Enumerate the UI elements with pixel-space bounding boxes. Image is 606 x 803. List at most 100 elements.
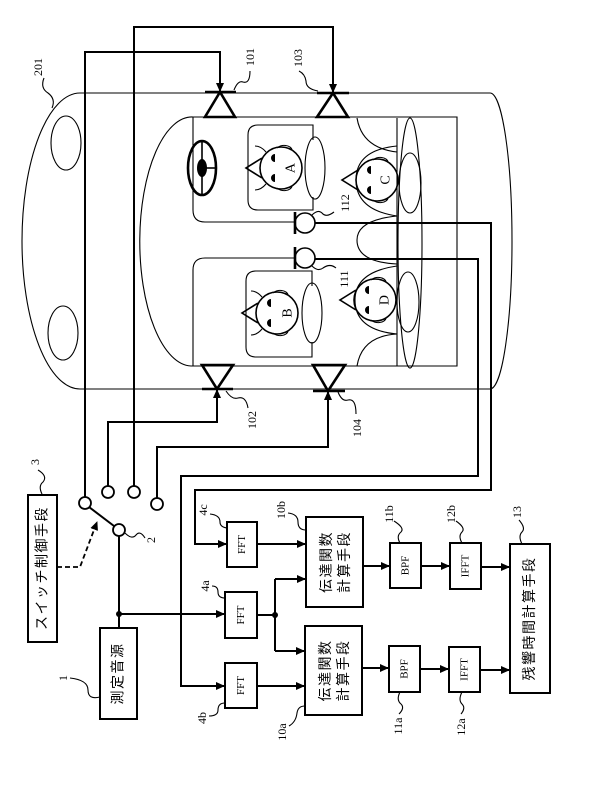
leader-103 (299, 71, 318, 91)
occupant-label: D (378, 295, 393, 305)
leader-12b (456, 521, 463, 543)
switch-blade (89, 507, 114, 526)
vehicle: A B C D (22, 92, 512, 391)
reverb-time-calc-label: 残響時間計算手段 (521, 557, 538, 681)
eye-icon (367, 166, 371, 194)
occupant-a: A (246, 145, 302, 190)
ifft-label: IFFT (459, 658, 471, 681)
ref-reverb-13: 13 (510, 506, 524, 518)
occupant-body-icon (397, 272, 419, 332)
seat-front-a (248, 125, 313, 210)
ref-fft-4c: 4c (196, 504, 210, 515)
switch-terminal (128, 486, 140, 498)
ref-switch: 2 (144, 537, 158, 543)
steering-wheel-icon (188, 141, 216, 195)
fft-4b-block: FFT (225, 663, 257, 708)
leader-11a (398, 692, 402, 714)
wire-to-speaker-102 (108, 390, 217, 486)
switch-control-block: スイッチ制御手段 (28, 495, 57, 642)
ref-microphone-111: 111 (337, 270, 351, 287)
microphone-111 (295, 247, 315, 269)
leader-112 (312, 211, 334, 215)
fft-4c-block: FFT (227, 522, 257, 567)
leader-4a (212, 586, 225, 598)
front-zone-outline (193, 117, 295, 222)
bpf-label: BPF (400, 556, 412, 576)
speaker-103 (317, 93, 349, 117)
speaker-icon (202, 365, 233, 389)
wire-to-speaker-101 (85, 52, 220, 497)
ref-bpf-11a: 11a (391, 717, 405, 735)
fft-label: FFT (236, 535, 248, 554)
control-signal-arrow (57, 522, 97, 567)
transfer-function-label-line2: 計算手段 (337, 531, 353, 593)
transfer-function-10a-block: 伝達関数 計算手段 (305, 626, 362, 715)
eye-icon (271, 154, 275, 182)
reverb-time-calc-block: 残響時間計算手段 (510, 544, 550, 693)
rear-seat-back (398, 118, 422, 368)
microphone-icon (295, 248, 315, 268)
leader-4b (209, 703, 225, 716)
fft-4a-block: FFT (225, 592, 257, 638)
ref-switch-control: 3 (28, 459, 42, 465)
bpf-11b-block: BPF (390, 543, 421, 588)
occupant-body-icon (305, 137, 325, 199)
leader-102 (226, 391, 248, 408)
ref-speaker-102: 102 (245, 411, 259, 429)
transfer-function-10b-block: 伝達関数 計算手段 (306, 517, 363, 607)
ref-sound-source: 1 (56, 675, 70, 681)
ifft-12a-block: IFFT (449, 647, 480, 692)
leader-111 (312, 266, 336, 270)
leader-13 (519, 520, 523, 544)
microphone-112 (295, 212, 315, 234)
ref-bpf-11b: 11b (382, 505, 396, 523)
junction-dot (272, 612, 278, 618)
ref-transfer-10a: 10a (275, 723, 289, 741)
occupant-label: C (379, 175, 394, 184)
transfer-function-label-line1: 伝達関数 (318, 640, 334, 702)
wire-to-speaker-104 (157, 392, 328, 498)
transfer-function-label-line1: 伝達関数 (319, 531, 335, 593)
switch-common-terminal (113, 524, 125, 536)
switch-terminal (151, 498, 163, 510)
eye-icon (365, 286, 369, 314)
fft-label: FFT (235, 676, 247, 695)
leader-11b (394, 521, 402, 543)
switch-control-label: スイッチ制御手段 (35, 506, 51, 630)
leader-10b (288, 513, 306, 530)
ref-speaker-104: 104 (350, 419, 364, 437)
ref-ifft-12a: 12a (454, 718, 468, 736)
cabin-outline (140, 117, 457, 366)
leader-4c (210, 514, 227, 528)
headlight-icon (51, 116, 81, 170)
leader-12a (460, 692, 464, 714)
fft-label: FFT (235, 605, 247, 624)
switch-terminal (102, 486, 114, 498)
leader-3 (38, 470, 45, 494)
microphone-icon (295, 213, 315, 233)
speaker-icon (317, 93, 348, 117)
occupant-label: A (284, 162, 299, 173)
sound-source-block: 測定音源 (100, 628, 137, 719)
occupant-body-icon (302, 283, 322, 343)
headlight-icon (48, 306, 78, 360)
ref-speaker-103: 103 (291, 49, 305, 67)
ifft-label: IFFT (460, 554, 472, 577)
ref-speaker-101: 101 (243, 48, 257, 66)
ref-fft-4b: 4b (195, 712, 209, 724)
speaker-icon (313, 365, 345, 391)
ref-ifft-12b: 12b (444, 505, 458, 523)
ref-microphone-112: 112 (338, 194, 352, 212)
leader-1 (70, 678, 100, 698)
ifft-12b-block: IFFT (450, 543, 481, 589)
speaker-104 (313, 365, 345, 391)
bpf-label: BPF (399, 659, 411, 679)
transfer-function-label-line2: 計算手段 (336, 640, 352, 702)
wire-to-speaker-103 (134, 27, 333, 486)
sound-source-label: 測定音源 (110, 643, 127, 705)
occupant-b: B (242, 290, 298, 335)
ref-fft-4a: 4a (198, 580, 212, 592)
speaker-102 (202, 365, 233, 389)
leader-104 (338, 392, 356, 414)
